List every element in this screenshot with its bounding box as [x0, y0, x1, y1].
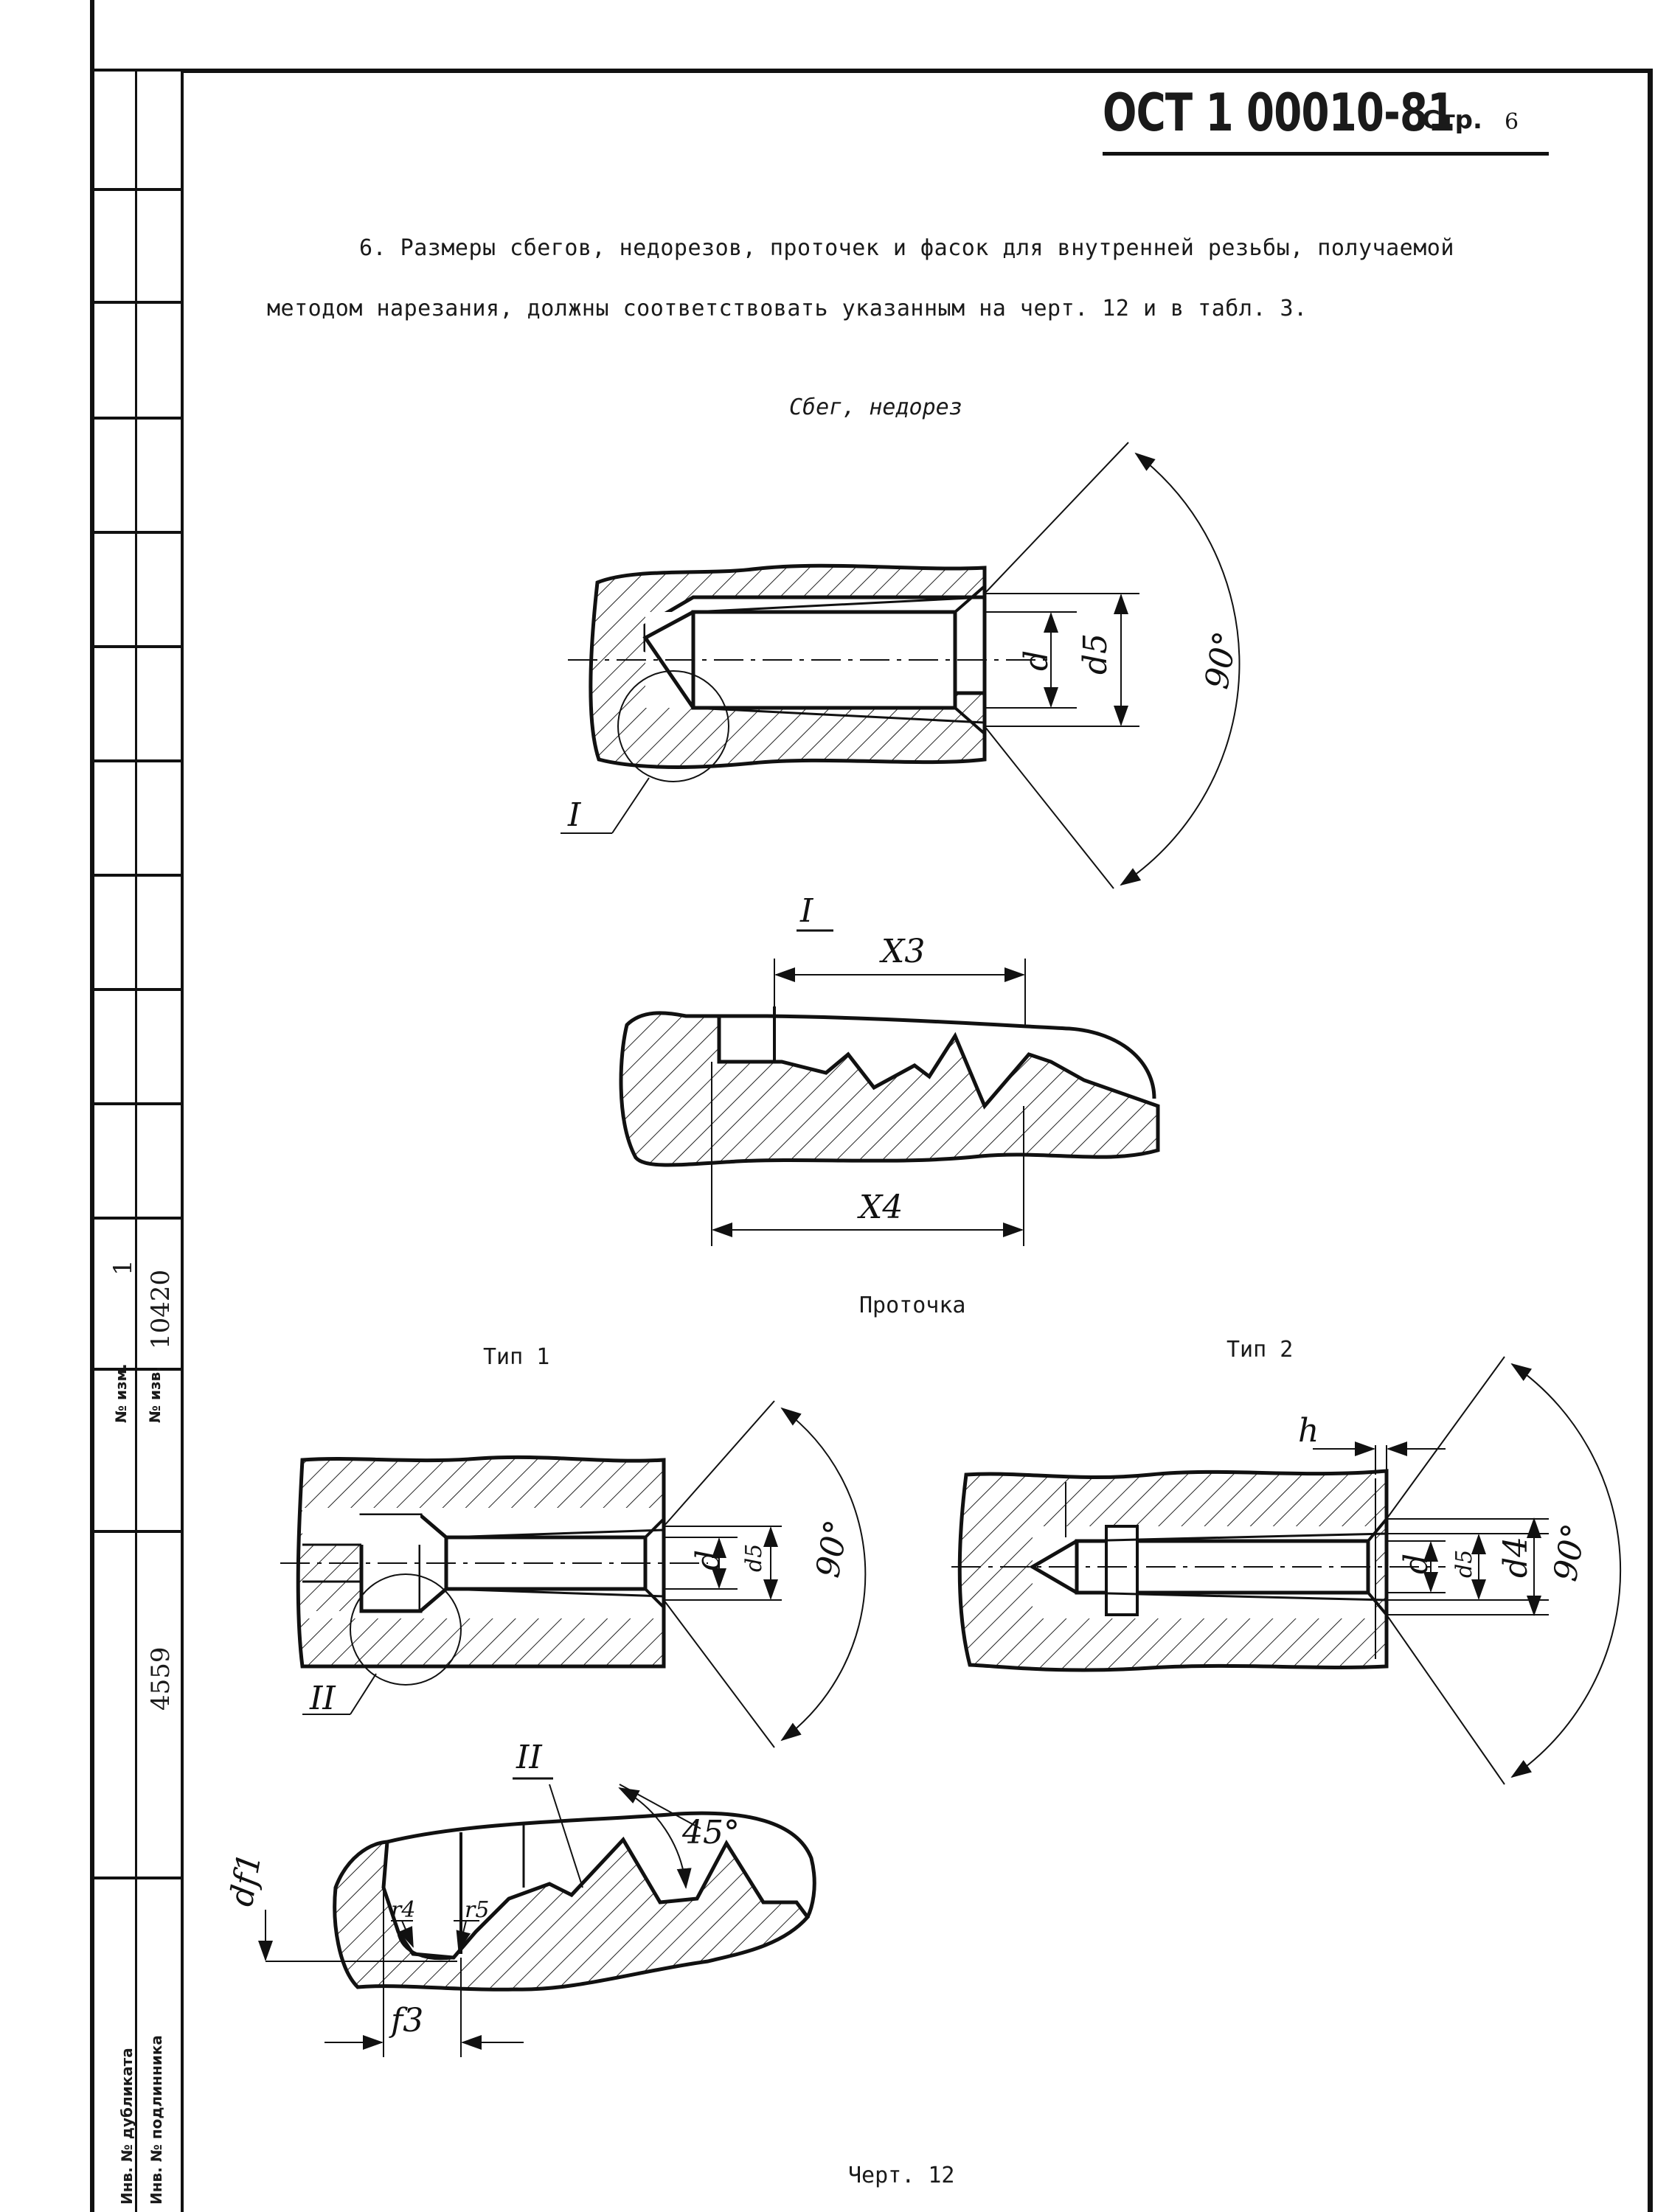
dim-angle45: 45°	[681, 1814, 740, 1851]
stamp-divider	[90, 531, 184, 534]
detail-1-drawing: I X3 X4	[619, 892, 1160, 1246]
dim-r5: r5	[465, 1897, 489, 1923]
groove-type1-drawing: II d d5 90°	[280, 1400, 867, 1748]
detail-1-title: I	[799, 892, 814, 930]
groove-title: Проточка	[859, 1293, 966, 1318]
dim-d-type1: d	[690, 1550, 727, 1571]
detail-2-title: II	[516, 1739, 543, 1776]
type1-title: Тип 1	[483, 1344, 550, 1370]
frame-left-border	[90, 0, 94, 2212]
dim-x4: X4	[857, 1189, 903, 1226]
dim-d4-type2: d4	[1497, 1537, 1535, 1578]
stamp-divider	[90, 874, 184, 877]
stamp-divider	[90, 301, 184, 304]
detail-1-callout: I	[567, 796, 582, 834]
frame-inner-border	[181, 69, 184, 2212]
runout-title: Сбег, недорез	[789, 394, 962, 420]
stamp-divider	[90, 1102, 184, 1105]
stamp-divider	[90, 69, 184, 72]
detail-2-drawing: II 45° df1 f3 r4 r5	[223, 1739, 816, 2057]
stamp-divider	[90, 1530, 184, 1533]
page-label: Стр.	[1422, 105, 1482, 135]
page-number: 6	[1505, 109, 1519, 135]
dim-r4: r4	[391, 1897, 415, 1923]
stamp-divider	[90, 1368, 184, 1371]
dim-d5-type2: d5	[1451, 1550, 1477, 1578]
stamp-divider	[90, 417, 184, 420]
paragraph-6: 6. Размеры сбегов, недорезов, проточек и…	[267, 235, 1454, 321]
groove-type2-drawing: h d d5 d4 90°	[951, 1356, 1622, 1785]
stamp-divider	[90, 988, 184, 991]
detail-2-callout: II	[309, 1680, 336, 1717]
header-underline	[1103, 152, 1549, 156]
runout-drawing: I d d5 90°	[561, 442, 1245, 889]
dim-x3: X3	[879, 933, 925, 970]
standard-code: ОСТ 1 00010-81	[1103, 83, 1455, 143]
dim-d: d	[1018, 650, 1055, 671]
dim-angle90-type2: 90°	[1547, 1521, 1594, 1585]
dim-h: h	[1298, 1412, 1319, 1450]
drawing-caption: Черт. 12	[848, 2163, 955, 2188]
frame-stamp-column	[135, 69, 137, 2212]
frame-top-border	[181, 69, 1652, 73]
dim-angle90-runout: 90°	[1198, 628, 1245, 692]
dim-f3: f3	[389, 2002, 423, 2039]
dim-d5: d5	[1077, 633, 1114, 675]
frame-right-border	[1648, 69, 1653, 2212]
dim-d-type2: d	[1398, 1554, 1435, 1574]
stamp-divider	[90, 188, 184, 191]
dim-d5-type1: d5	[741, 1544, 767, 1572]
dim-df1: df1	[223, 1850, 269, 1909]
type2-title: Тип 2	[1226, 1337, 1294, 1363]
stamp-divider	[90, 645, 184, 648]
stamp-divider	[90, 1877, 184, 1879]
dim-angle90-type1: 90°	[809, 1517, 856, 1581]
stamp-divider	[90, 759, 184, 762]
stamp-divider	[90, 1217, 184, 1220]
